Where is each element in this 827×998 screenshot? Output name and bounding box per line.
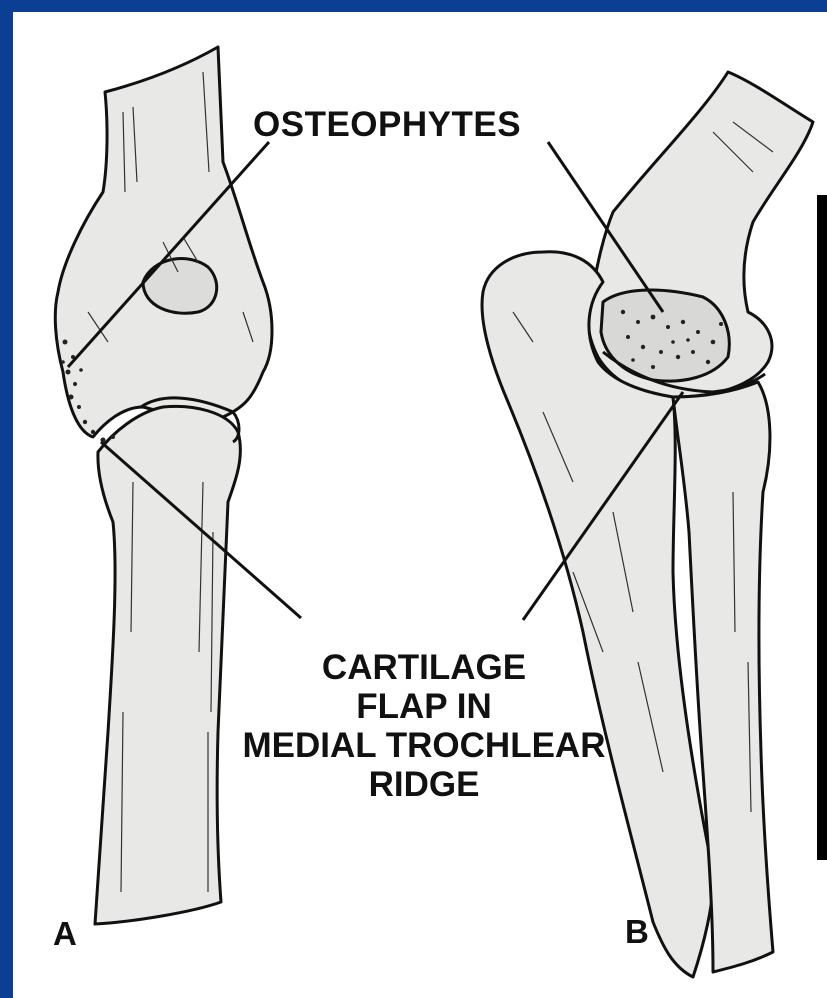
panel-b-bones <box>482 72 813 977</box>
side-bar <box>817 195 827 860</box>
osteophytes-label: OSTEOPHYTES <box>253 107 521 142</box>
cartilage-label-line-4: RIDGE <box>209 765 639 804</box>
illustration-canvas: OSTEOPHYTES CARTILAGE FLAP IN MEDIAL TRO… <box>13 12 827 998</box>
cartilage-label-line-1: CARTILAGE <box>209 648 639 687</box>
cartilage-flap-label: CARTILAGE FLAP IN MEDIAL TROCHLEAR RIDGE <box>209 648 639 804</box>
cartilage-label-line-2: FLAP IN <box>209 687 639 726</box>
panel-a-label: A <box>53 917 77 950</box>
cartilage-label-line-3: MEDIAL TROCHLEAR <box>209 726 639 765</box>
panel-b-label: B <box>625 915 649 948</box>
anatomy-illustration <box>13 12 827 998</box>
panel-a-olecranon-fossa <box>143 259 217 314</box>
